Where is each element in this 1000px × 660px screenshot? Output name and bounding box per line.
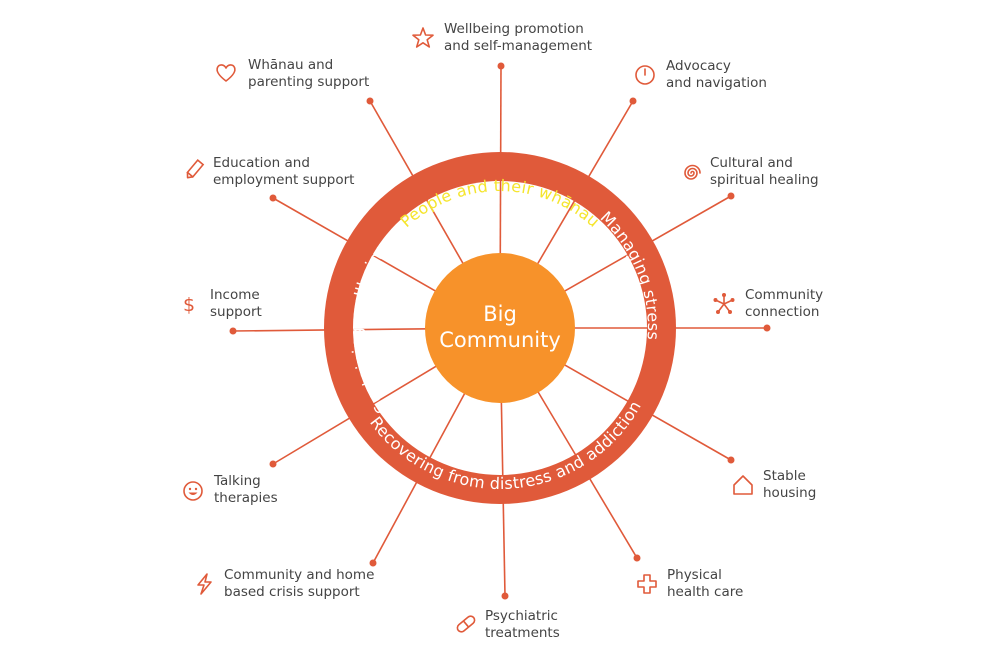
service-label-line: and self-management: [444, 38, 593, 54]
service-label-line: treatments: [485, 625, 560, 641]
clock-icon: [634, 64, 656, 86]
service-label-line: housing: [763, 485, 817, 501]
center-circle: [425, 253, 575, 403]
service-label-talking: Talking therapies: [214, 473, 278, 507]
service-label-line: Income: [210, 287, 260, 303]
lightning-icon: [193, 573, 215, 595]
service-label-community-connection: Community connection: [745, 287, 823, 321]
center-title-line1: Big: [483, 302, 517, 326]
spoke-endpoint-dot: [629, 97, 637, 105]
service-label-line: Physical: [667, 567, 722, 583]
service-label-line: Community: [745, 287, 824, 303]
service-label-line: based crisis support: [224, 584, 360, 600]
inner-spoke-line: [534, 199, 576, 269]
inner-spoke-line: [500, 397, 504, 476]
service-label-line: Stable: [763, 468, 806, 484]
spoke-endpoint-dot: [369, 559, 377, 567]
star-icon: [412, 27, 434, 49]
service-label-line: parenting support: [248, 74, 370, 90]
service-label-line: Whānau and: [248, 57, 334, 73]
service-label-line: support: [210, 304, 262, 320]
service-label-line: health care: [667, 584, 744, 600]
spoke-endpoint-dot: [366, 97, 374, 105]
inner-spoke-line: [425, 199, 466, 268]
service-label-income: Income support: [210, 287, 262, 321]
service-label-line: Cultural and: [710, 155, 793, 171]
pencil-icon: [183, 158, 205, 181]
inner-spoke-line: [352, 327, 431, 331]
service-label-education: Education and employment support: [213, 155, 354, 189]
service-label-wellbeing: Wellbeing promotion and self-management: [444, 21, 592, 55]
service-label-line: and navigation: [666, 75, 767, 91]
service-label-line: therapies: [214, 490, 278, 506]
service-label-whanau: Whānau and parenting support: [248, 57, 369, 91]
house-icon: [732, 474, 754, 496]
cross-icon: [636, 573, 658, 595]
inner-spoke-line: [560, 362, 629, 403]
inner-spoke-line: [535, 387, 577, 456]
smiley-icon: [182, 480, 204, 502]
service-label-housing: Stable housing: [763, 468, 816, 502]
service-label-line: Community and home: [224, 567, 375, 583]
pill-icon: [455, 613, 477, 635]
spoke-endpoint-dot: [763, 324, 771, 332]
dollar-icon: $: [178, 293, 200, 316]
spoke-endpoint-dot: [269, 460, 277, 468]
service-label-line: employment support: [213, 172, 355, 188]
network-icon: [713, 293, 735, 315]
spoke-endpoint-dot: [269, 194, 277, 202]
service-label-line: Advocacy: [666, 58, 731, 74]
spiral-icon: [680, 162, 702, 184]
spoke-endpoint-dot: [727, 192, 735, 200]
service-label-crisis: Community and home based crisis support: [224, 567, 374, 601]
service-label-line: Psychiatric: [485, 608, 558, 624]
inner-spoke-line: [372, 363, 441, 405]
service-label-line: Talking: [214, 473, 261, 489]
inner-spoke-line: [560, 253, 629, 294]
inner-spoke-line: [371, 253, 440, 294]
spoke-endpoint-dot: [727, 456, 735, 464]
heart-icon: [215, 62, 237, 84]
spoke-endpoint-dot: [229, 327, 237, 335]
spoke-endpoint-dot: [633, 554, 641, 562]
service-label-line: Education and: [213, 155, 310, 171]
service-label-physical: Physical health care: [667, 567, 743, 601]
service-label-line: connection: [745, 304, 820, 320]
service-label-cultural: Cultural and spiritual healing: [710, 155, 819, 189]
center-title-line2: Community: [439, 328, 561, 352]
service-label-advocacy: Advocacy and navigation: [666, 58, 767, 92]
spoke-endpoint-dot: [497, 62, 505, 70]
service-label-line: Wellbeing promotion: [444, 21, 584, 37]
service-label-psychiatric: Psychiatric treatments: [485, 608, 560, 642]
inner-spoke-line: [428, 389, 468, 459]
spoke-endpoint-dot: [501, 592, 509, 600]
service-label-line: spiritual healing: [710, 172, 819, 188]
svg-text:$: $: [183, 294, 195, 316]
